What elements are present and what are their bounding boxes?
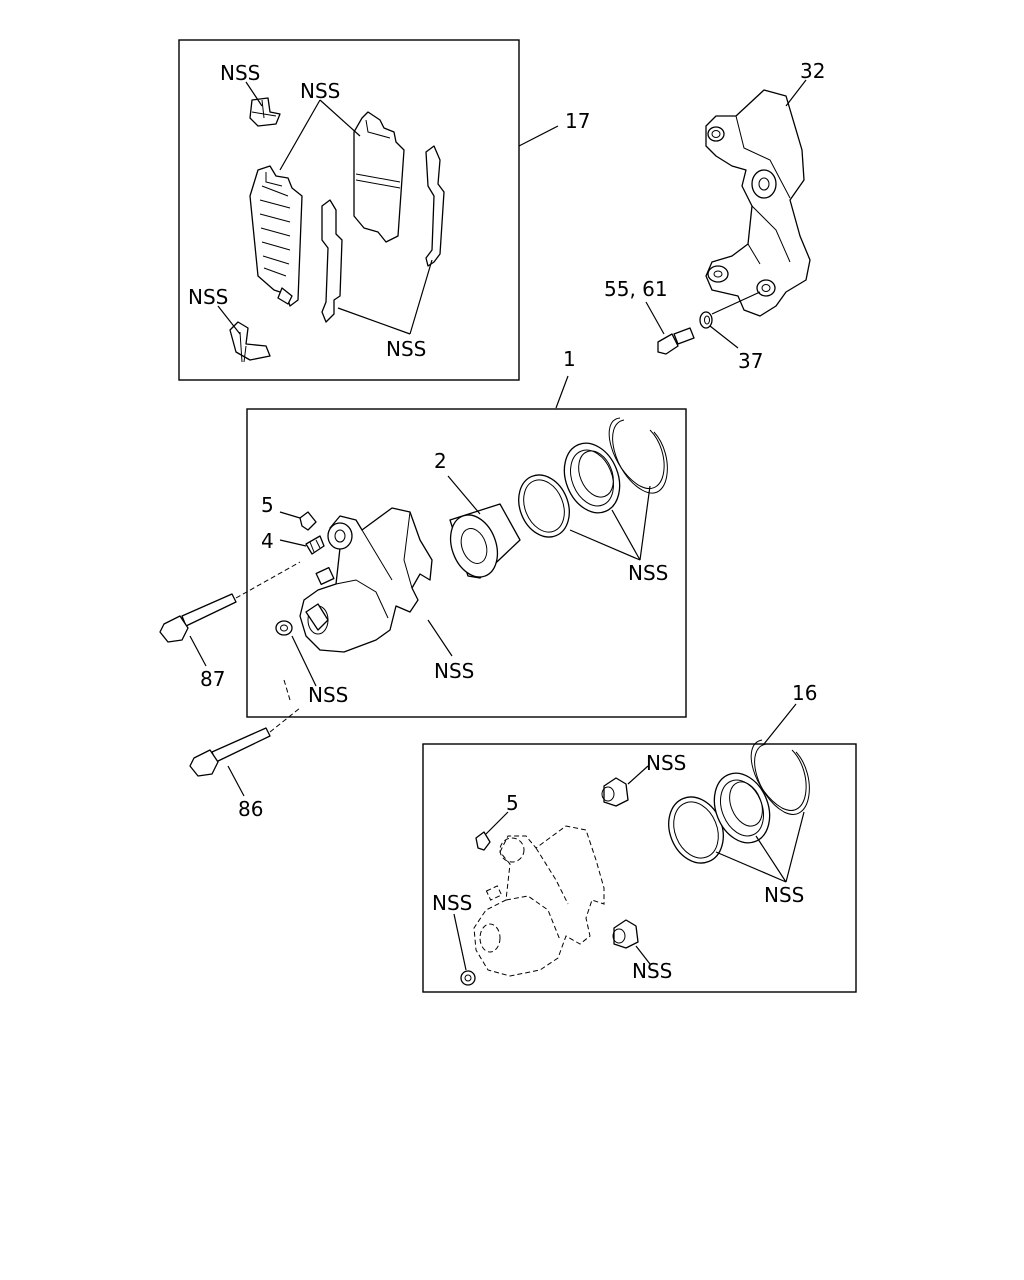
label-brake-pad-kit: 17 (565, 109, 590, 133)
label-pad-kit-nss-shims: NSS (386, 337, 426, 361)
caliper-bracket (705, 89, 811, 317)
label-pad-kit-nss-top: NSS (220, 61, 260, 85)
inner-brake-pad (353, 111, 405, 243)
pad-shim-left (321, 199, 343, 323)
label-pad-kit-nss-pads: NSS (300, 79, 340, 103)
piston-seal (518, 474, 570, 538)
label-bushing-nss: NSS (308, 683, 348, 707)
guide-pin-lower: 86 (189, 679, 301, 821)
label-body-nss: NSS (434, 659, 474, 683)
label-guide-pin-lower: 86 (238, 797, 263, 821)
pad-shim-right (425, 145, 445, 267)
brake-pad-kit-group: NSS NSS NSS NSS 17 (178, 39, 590, 381)
label-bleeder-screw: 4 (261, 529, 274, 553)
repair-kit-bleeder-cap: 5 (475, 791, 519, 851)
label-piston: 2 (434, 449, 447, 473)
label-pad-kit-nss-clip: NSS (188, 285, 228, 309)
repair-kit-bushing-top: NSS (601, 751, 686, 807)
caliper-assembly-frame (246, 408, 687, 718)
repair-kit-retaining-ring (750, 739, 810, 815)
repair-kit-dust-boot (713, 772, 771, 844)
caliper-piston (449, 503, 521, 579)
caliper-assembly-group: 1 2 5 4 NSS NSS NSS (246, 347, 687, 718)
bracket-washer (699, 311, 713, 329)
label-bracket-washer: 37 (738, 349, 763, 373)
guide-pin-upper: 87 (159, 561, 301, 691)
label-kit-bleeder-cap: 5 (506, 791, 519, 815)
repair-kit-group: 5 NSS NSS NSS (422, 681, 857, 993)
guide-bushing (275, 620, 293, 636)
repair-kit-frame (422, 743, 857, 993)
label-kit-nss-bushing-bottom: NSS (632, 959, 672, 983)
label-guide-pin-upper: 87 (200, 667, 225, 691)
retaining-ring (608, 417, 668, 494)
repair-kit-bushing-left: NSS (432, 891, 476, 986)
repair-kit-caliper-outline (473, 825, 605, 977)
pad-clip-bottom (229, 321, 271, 363)
caliper-body (299, 507, 433, 653)
label-kit-nss-seals: NSS (764, 883, 804, 907)
bleeder-screw (305, 535, 325, 555)
pad-kit-frame (178, 39, 520, 381)
bleeder-cap (299, 511, 317, 531)
repair-kit-bushing-bottom: NSS (612, 919, 672, 983)
caliper-bracket-group: 32 55, 61 37 (604, 59, 825, 373)
bracket-bolt (657, 327, 695, 355)
outer-brake-pad (249, 165, 303, 307)
dust-boot (563, 442, 621, 514)
label-seal-nss: NSS (628, 561, 668, 585)
label-repair-kit: 16 (792, 681, 817, 705)
pad-clip-top (249, 97, 281, 127)
label-kit-nss-bushing-left: NSS (432, 891, 472, 915)
label-bracket-bolt: 55, 61 (604, 277, 668, 301)
label-caliper-assembly: 1 (563, 347, 576, 371)
label-bleeder-cap: 5 (261, 493, 274, 517)
label-caliper-bracket: 32 (800, 59, 825, 83)
label-kit-nss-bushing-top: NSS (646, 751, 686, 775)
